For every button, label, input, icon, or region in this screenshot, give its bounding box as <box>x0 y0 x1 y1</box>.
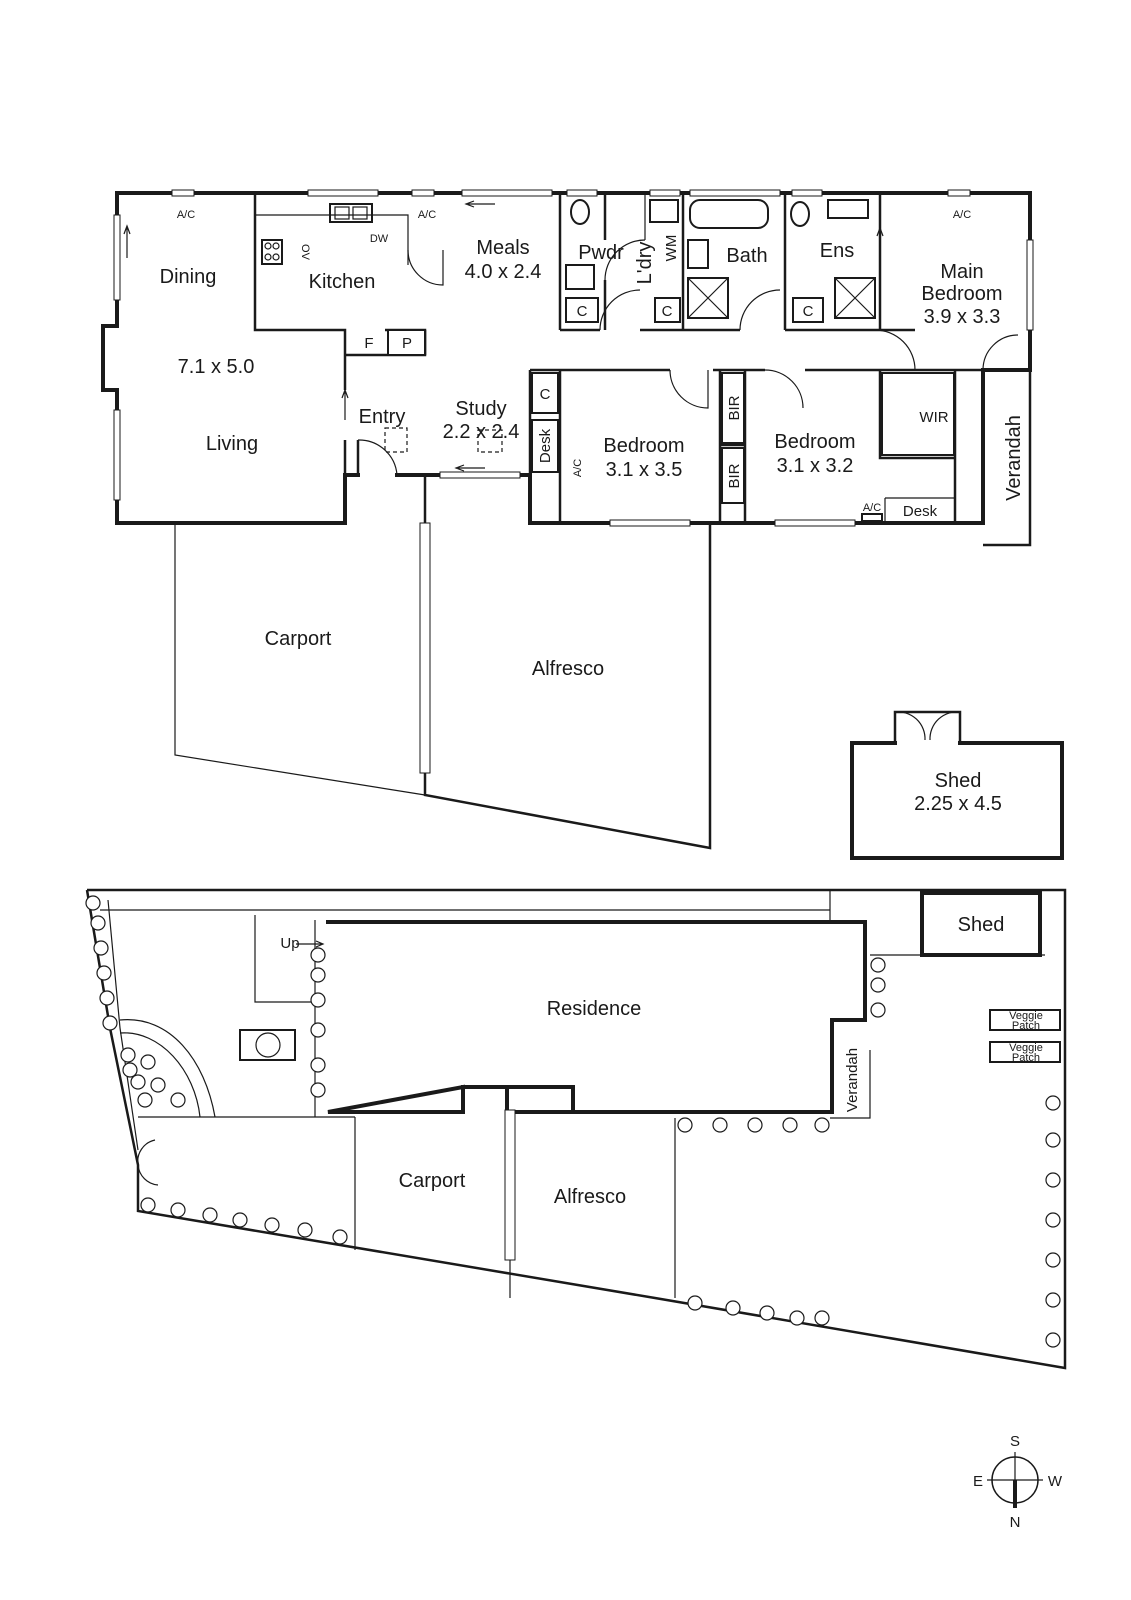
compass-east: E <box>973 1473 983 1490</box>
room-study-dims: 2.2 x 2.4 <box>443 421 520 443</box>
room-meals-dims: 4.0 x 2.4 <box>465 261 542 283</box>
site-boundary <box>85 888 1067 1370</box>
garden-bed-line <box>107 899 139 1151</box>
pantry-label: P <box>402 335 412 352</box>
arrow-icon <box>123 224 131 258</box>
compass-north: N <box>1010 1514 1021 1531</box>
room-bedroom-2-label: Bedroom <box>603 435 684 457</box>
compass-west: W <box>1048 1473 1063 1490</box>
windows <box>113 189 1034 527</box>
site-shed-label: Shed <box>958 914 1005 936</box>
room-bedroom-3-dims: 3.1 x 3.2 <box>777 455 854 477</box>
veggie-patch-label: Veggie <box>1009 1042 1043 1054</box>
arrow-icon <box>876 226 884 255</box>
washing-machine-label: WM <box>663 235 680 262</box>
door-swings <box>357 193 1019 476</box>
site-alfresco-label: Alfresco <box>554 1186 626 1208</box>
dishwasher-label: DW <box>370 233 389 245</box>
ceiling-fixture <box>477 429 503 453</box>
compass: S N E W <box>973 1433 1063 1531</box>
compass-south: S <box>1010 1433 1020 1450</box>
room-entry-label: Entry <box>359 406 406 428</box>
site-up-label: Up <box>280 935 299 952</box>
kitchen-fixtures <box>255 203 426 356</box>
room-study-label: Study <box>455 398 506 420</box>
veggie-patch-label: Patch <box>1012 1020 1040 1032</box>
site-plan-labels: Residence Carport Alfresco Verandah Shed… <box>280 914 1042 1208</box>
carport-outline <box>174 523 426 796</box>
shed-structure <box>850 710 1064 860</box>
bathroom-fixtures <box>565 199 876 319</box>
room-verandah-label: Verandah <box>1003 415 1025 501</box>
cupboards <box>531 297 955 504</box>
cupboard-label: C <box>662 303 673 320</box>
room-wir-label: WIR <box>919 409 948 426</box>
site-residence-label: Residence <box>547 998 642 1020</box>
bir-label: BIR <box>726 395 743 420</box>
garden-path <box>100 890 831 1003</box>
room-ensuite-label: Ens <box>820 240 854 262</box>
room-main-bedroom-label: Main <box>940 261 983 283</box>
sliding-screen <box>419 522 431 774</box>
room-powder-label: Pwdr <box>578 242 624 264</box>
cupboard-label: C <box>540 386 551 403</box>
sliding-screen <box>504 1109 516 1261</box>
room-living-dims-label: 7.1 x 5.0 <box>178 356 255 378</box>
desk-label: Desk <box>537 428 554 463</box>
ac-unit <box>861 513 883 522</box>
veggie-patch <box>989 1041 1061 1063</box>
site-verandah-label: Verandah <box>844 1048 861 1112</box>
garden-curve <box>119 1032 201 1118</box>
room-living-label: Living <box>206 433 258 455</box>
arrow-icon <box>454 464 485 472</box>
ac-label: A/C <box>863 502 881 514</box>
room-dining-label: Dining <box>160 266 217 288</box>
cupboard-label: C <box>803 303 814 320</box>
ac-label: A/C <box>953 209 971 221</box>
room-main-bedroom-label-2: Bedroom <box>921 283 1002 305</box>
fridge-label: F <box>364 335 373 352</box>
room-bedroom-3-label: Bedroom <box>774 431 855 453</box>
veggie-patch-label: Veggie <box>1009 1010 1043 1022</box>
room-kitchen-label: Kitchen <box>309 271 376 293</box>
garden-curve <box>119 1019 216 1118</box>
veggie-patch-label: Patch <box>1012 1052 1040 1064</box>
ac-label: A/C <box>418 209 436 221</box>
ac-label: A/C <box>177 209 195 221</box>
arrow-icon <box>341 388 349 420</box>
site-carport-label: Carport <box>399 1170 466 1192</box>
floor-plan: Dining 7.1 x 5.0 Living Kitchen Meals 4.… <box>101 189 1064 860</box>
room-carport-label: Carport <box>265 628 332 650</box>
arrow-icon <box>296 940 325 948</box>
shrubs <box>85 895 1061 1348</box>
bir-label: BIR <box>726 463 743 488</box>
room-bath-label: Bath <box>726 245 767 267</box>
room-meals-label: Meals <box>476 237 529 259</box>
gate <box>137 1139 159 1186</box>
fixture-labels: A/C A/C A/C A/C A/C DW OV WM F P C C C C… <box>177 209 971 520</box>
arrow-icon <box>464 200 495 208</box>
room-shed-dims: 2.25 x 4.5 <box>914 793 1002 815</box>
room-shed-label: Shed <box>935 770 982 792</box>
oven-label: OV <box>299 244 311 261</box>
ac-label: A/C <box>572 459 584 477</box>
desk-label: Desk <box>903 503 938 520</box>
floor-plan-labels: Dining 7.1 x 5.0 Living Kitchen Meals 4.… <box>160 237 1025 815</box>
veggie-patch <box>989 1009 1061 1031</box>
site-line <box>138 920 1045 1298</box>
verandah-outline <box>983 368 1032 547</box>
cupboard-label: C <box>577 303 588 320</box>
room-laundry-label: L'dry <box>634 242 656 285</box>
site-plan: Residence Carport Alfresco Verandah Shed… <box>85 888 1067 1370</box>
site-shed <box>920 891 1042 957</box>
room-main-bedroom-dims: 3.9 x 3.3 <box>924 306 1001 328</box>
room-bedroom-2-dims: 3.1 x 3.5 <box>606 459 683 481</box>
residence-outline <box>326 920 867 1114</box>
ceiling-fixture <box>384 427 408 453</box>
room-alfresco-label: Alfresco <box>532 658 604 680</box>
